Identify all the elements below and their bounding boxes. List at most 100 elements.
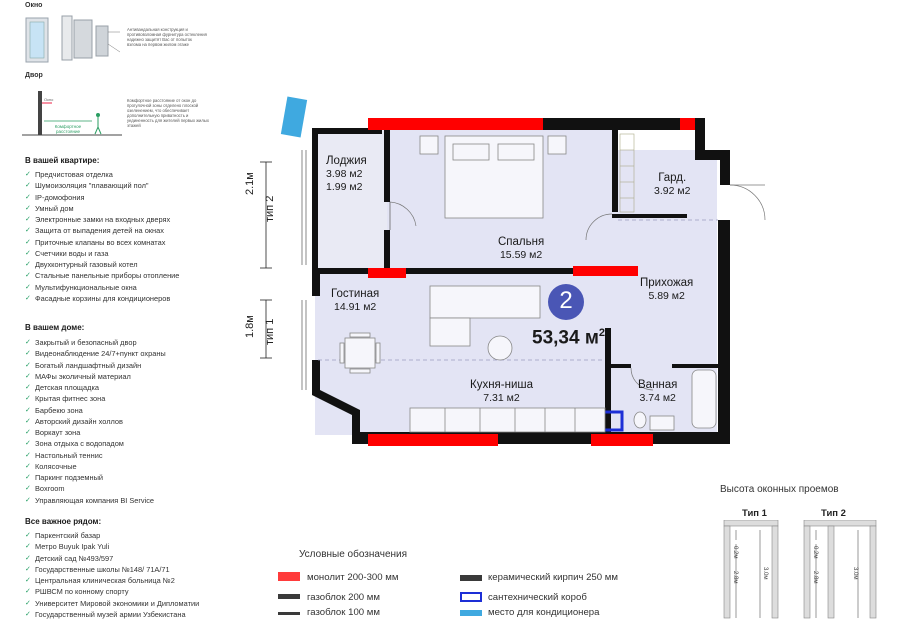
check-icon: ✓ [25,283,31,291]
coffee-table [487,335,513,361]
nearby-item: ✓Государственный музей армии Узбекистана [25,609,199,620]
apartment-feature-item-label: Шумоизоляция "плавающий пол" [35,181,149,191]
apartment-feature-item: ✓Двухконтурный газовый котел [25,259,179,270]
apartment-feature-item-label: Приточные клапаны во всех комнатах [35,237,166,247]
window-section-label: Окно [25,2,43,9]
check-icon: ✓ [25,599,31,607]
house-feature-item: ✓ Управляющая компания BI Service [25,495,166,506]
yard-section-label: Двор [25,72,43,79]
check-icon: ✓ [25,227,31,235]
house-feature-item-label: Закрытый и безопасный двор [35,338,137,347]
house-feature-item: ✓Крытая фитнес зона [25,393,166,404]
wardrobe-shelves [619,133,635,213]
northeast-wall [695,118,730,185]
nearby-item-label: Университет Мировой экономики и Дипломат… [35,598,200,608]
apartment-number-badge [548,284,584,320]
house-feature-item: ✓МАФы эколичный материал [25,371,166,382]
apartment-feature-item-label: Фасадные корзины для кондиционеров [35,293,171,303]
check-icon: ✓ [25,350,31,358]
apartment-feature-item-label: Умный дом [35,203,74,213]
apartment-feature-item: ✓ Мультифункциональные окна [25,282,179,293]
apartment-feature-item-label: Счетчики воды и газа [35,248,109,258]
nearby-item: ✓Метро Buyuk Ipak Yuli [25,541,199,552]
nearby-list: ✓Паркентский базар✓Метро Buyuk Ipak Yuli… [25,530,199,620]
house-feature-item-label: Паркинг подземный [35,473,104,482]
win2-dim-sill: 0.2м [812,546,818,559]
legend-swatch-gasblock200 [278,594,300,599]
house-feature-item: ✓Настольный теннис [25,450,166,461]
check-icon: ✓ [25,496,31,504]
check-icon: ✓ [25,372,31,380]
check-icon: ✓ [25,577,31,584]
win1-dim-total: 3.0м [762,567,768,580]
apartment-feature-item: ✓ Умный дом [25,203,179,214]
room-bathroom: Ванная 3.74 м2 [638,379,678,404]
apartment-feature-item: ✓Шумоизоляция "плавающий пол" [25,180,179,191]
check-icon: ✓ [25,261,31,268]
total-area: 53,34 м2 [532,327,606,349]
room-living: Гостиная 14.91 м2 [331,288,380,313]
apartment-feature-item: ✓Стальные панельные приборы отопление [25,270,179,281]
wall-kitchen-bath [605,328,611,432]
entrance-door-arc [729,184,766,221]
check-icon: ✓ [25,204,31,212]
nearby-item-label: Центральная клиническая больница №2 [35,576,175,585]
nearby-item-label: Государственные школы №148/ 71А/71 [35,564,170,574]
win1-dim-opening: 2.8м [732,571,738,584]
legend-title: Условные обозначения [299,549,408,560]
check-icon: ✓ [25,554,31,562]
check-icon: ✓ [25,543,31,551]
check-icon: ✓ [25,417,31,425]
check-icon: ✓ [25,361,31,369]
legend-swatch-sanitary [460,592,482,602]
legend-label-gasblock100: газоблок 100 мм [307,607,380,618]
nearby-item-label: РШВСМ по конному спорту [35,587,129,597]
sofa-furniture [429,285,541,347]
house-feature-item-label: Boxroom [35,484,65,494]
check-icon: ✓ [25,462,31,470]
window-heights-title: Высота оконных проемов [720,484,839,495]
apartment-feature-item-label: Защита от выпадения детей на окнах [35,226,164,236]
legend-label-monolith: монолит 200-300 мм [307,572,399,583]
check-icon: ✓ [25,474,31,481]
bed-furniture [419,135,567,219]
apartment-feature-item-label: Предчистовая отделка [35,170,113,179]
nearby-item: ✓ Университет Мировой экономики и Диплома… [25,598,199,609]
apartment-feature-item-label: Мультифункциональные окна [35,282,137,292]
dim-bottom-label-type: тип 1 [264,318,276,345]
check-icon: ✓ [25,339,31,346]
house-feature-item-label: Управляющая компания BI Service [35,495,155,505]
nearby-item-label: Государственный музей армии Узбекистана [35,609,186,619]
legend-label-brick: керамический кирпич 250 мм [488,572,618,583]
room-hallway: Прихожая 5.89 м2 [640,277,694,302]
room-bedroom: Спальня 15.59 м2 [498,236,545,261]
yard-diagram-window-label: Окно [44,97,54,102]
bathtub [691,369,717,429]
house-feature-item: ✓ Авторский дизайн холлов [25,416,166,427]
house-feature-item: ✓Воркаут зона [25,427,166,438]
apartment-number: 2 [559,287,573,314]
legend-swatch-monolith [278,572,300,581]
floor-plan [260,96,766,446]
apartment-feature-item-label: Электронные замки на входных дверях [35,215,171,224]
check-icon: ✓ [25,384,31,391]
wall-bedroom-wardrobe [612,130,618,212]
house-feature-item: ✓Видеонаблюдение 24/7+пункт охраны [25,348,166,359]
room-kitchen: Кухня-ниша 7.31 м2 [470,379,534,404]
southwest-wall [312,360,360,440]
loggia-floor [315,130,387,270]
yard-diagram-distance-label: Комфортное расстояние [54,124,82,134]
house-feature-item-label: Зона отдыха с водопадом [35,439,124,449]
nearby-item: ✓ Центральная клиническая больница №2 [25,575,199,586]
legend-swatch-gasblock100 [278,612,300,615]
hall-floor [612,220,717,368]
house-feature-item: ✓ Паркинг подземный [25,472,166,483]
dim-top-label-type: тип 2 [264,195,276,222]
house-feature-item: ✓Богатый ландшафтный дизайн [25,360,166,371]
house-feature-item-label: Авторский дизайн холлов [35,416,123,426]
house-feature-item: ✓Детская площадка [25,382,166,393]
check-icon: ✓ [25,249,31,257]
check-icon: ✓ [25,588,31,596]
apartment-feature-item: ✓ Счетчики воды и газа [25,248,179,259]
check-icon: ✓ [25,451,31,459]
